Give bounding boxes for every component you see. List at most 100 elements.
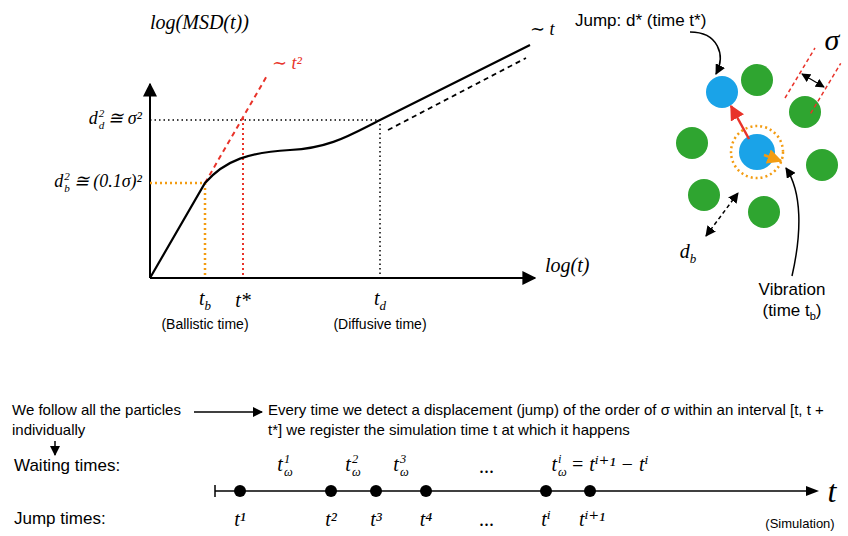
timeline <box>215 485 819 497</box>
label-text: ∼ t² <box>272 53 302 73</box>
axis-label: t <box>828 472 837 510</box>
jump-pointer <box>690 32 720 74</box>
waiting-time: tiω= tⁱ⁺¹ − tⁱ <box>551 452 648 479</box>
level-label: d2d≅ σ² <box>89 108 142 132</box>
label-text: (Diffusive time) <box>333 316 426 332</box>
label-text: Jump: d* (time t*) <box>575 11 706 30</box>
label-text: Vibration <box>759 280 826 299</box>
label-text: t <box>374 287 380 309</box>
axis-label: log(t) <box>545 253 589 277</box>
jump-time: t⁴ <box>420 507 433 531</box>
superscript: 2 <box>352 454 361 467</box>
superscript: 2 <box>99 108 105 120</box>
label-text: ∼ t <box>530 19 555 39</box>
subscript: ω <box>284 467 293 480</box>
jump-time: t³ <box>370 507 382 531</box>
jump-time: tⁱ⁺¹ <box>579 507 605 531</box>
ellipsis: ... <box>480 507 495 531</box>
label-text: t³ <box>370 508 382 530</box>
jump-time-guide <box>242 118 244 278</box>
callout: (time tb) <box>762 301 821 323</box>
label-text: Jump times: <box>14 509 106 528</box>
label-text: ≅ (0.1σ)² <box>74 171 142 191</box>
label-text: tⁱ <box>541 508 551 530</box>
label-text: Waiting times: <box>14 456 120 475</box>
label-text: t¹ <box>234 508 246 530</box>
sub-sup: 1ω <box>284 454 293 480</box>
label-text: t² <box>325 508 337 530</box>
label-text: σ <box>825 23 840 56</box>
label-text: d <box>54 171 63 191</box>
tick-label: td <box>374 286 386 313</box>
label-text: ... <box>480 455 495 477</box>
tick-note: (Ballistic time) <box>161 316 248 333</box>
tick-note: (Diffusive time) <box>333 316 426 333</box>
label-text: (time t <box>762 301 809 320</box>
label-text: d <box>89 108 98 128</box>
label-text: t <box>828 473 837 509</box>
particle-cage <box>676 64 838 228</box>
waiting-time: t3ω <box>393 452 408 479</box>
label-text: t <box>277 453 283 475</box>
tick-label: tb <box>199 286 211 313</box>
label-text: t <box>199 287 205 309</box>
sigma-measure <box>785 48 841 113</box>
label-text: t⁴ <box>420 508 433 530</box>
row-label: Jump times: <box>14 509 106 529</box>
label-text: ) <box>816 301 822 320</box>
jump-time: tⁱ <box>541 507 551 531</box>
superscript: 2 <box>64 171 70 183</box>
label-text: ... <box>480 508 495 530</box>
label-text: ≅ σ² <box>108 108 142 128</box>
subscript: d <box>380 298 387 313</box>
label-text: (Ballistic time) <box>161 316 248 332</box>
jump-time: t² <box>325 507 337 531</box>
subscript: b <box>64 183 70 195</box>
label-text: t <box>345 453 351 475</box>
axis-label: log(MSD(t)) <box>150 10 249 34</box>
row-label: Waiting times: <box>14 456 120 476</box>
subscript: d <box>99 120 105 132</box>
label-text: t <box>551 453 557 475</box>
superscript: 1 <box>284 454 293 467</box>
sub-sup: 2ω <box>352 454 361 480</box>
label-text: tⁱ⁺¹ <box>579 508 605 530</box>
label-text: Every time we detect a displacement (jum… <box>268 401 824 438</box>
label-text: d <box>680 240 690 262</box>
ellipsis: ... <box>480 454 495 478</box>
diffusive-guide <box>150 120 380 278</box>
label-text: = tⁱ⁺¹ − tⁱ <box>571 453 649 475</box>
note: We follow all the particles individually <box>12 400 192 439</box>
subscript: b <box>205 298 212 313</box>
diffusive-slope <box>388 58 526 130</box>
axis-note: (Simulation) <box>765 516 834 532</box>
vibration-measure <box>706 193 738 236</box>
ballistic-slope <box>205 74 268 183</box>
msd-curve <box>150 45 530 278</box>
subscript: ω <box>352 467 361 480</box>
callout: Vibration <box>759 280 826 300</box>
sub-sup: iω <box>558 454 567 480</box>
sub-sup: 2d <box>99 108 105 131</box>
subscript: b <box>690 251 697 266</box>
waiting-time: t1ω <box>277 452 292 479</box>
sub-sup: 3ω <box>400 454 409 480</box>
label-text: log(MSD(t)) <box>150 11 249 33</box>
label-text: t* <box>235 289 251 311</box>
subscript: b <box>810 310 816 322</box>
waiting-time: t2ω <box>345 452 360 479</box>
label-text: (Simulation) <box>765 516 834 531</box>
dimension: σ <box>825 22 840 58</box>
slope-label: ∼ t <box>530 19 555 41</box>
jump-time: t¹ <box>234 507 246 531</box>
label-text: log(t) <box>545 254 589 276</box>
label-text: t <box>393 453 399 475</box>
callout: Jump: d* (time t*) <box>575 11 706 31</box>
label-text: We follow all the particles individually <box>12 401 181 438</box>
subscript: ω <box>400 467 409 480</box>
level-label: d2b ≅ (0.1σ)² <box>54 171 142 195</box>
flow-arrow <box>54 441 56 455</box>
superscript: 3 <box>400 454 409 467</box>
